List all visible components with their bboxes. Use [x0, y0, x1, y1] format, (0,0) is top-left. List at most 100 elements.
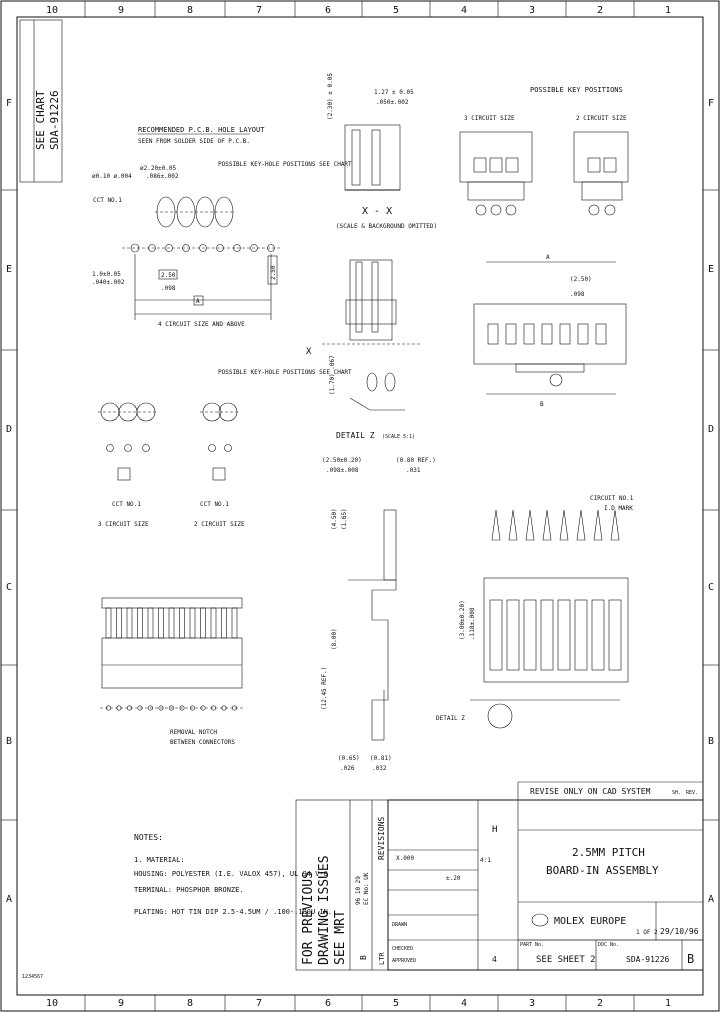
- row-label: A: [6, 894, 12, 905]
- column-label: 8: [187, 5, 193, 16]
- strip-pin: [231, 607, 238, 639]
- pcb-title: RECOMMENDED P.C.B. HOLE LAYOUT: [138, 126, 265, 134]
- top-view-dim-b2: B: [540, 401, 544, 408]
- strip-pin: [179, 607, 185, 639]
- row-label: C: [708, 582, 714, 593]
- pcb-dia2-in: .040±.002: [92, 279, 125, 286]
- detail-z-title: DETAIL Z: [336, 431, 375, 440]
- column-label: 7: [256, 998, 262, 1009]
- pcb-dia2: 1.0±0.05: [92, 271, 121, 278]
- connector-strip: REMOVAL NOTCH BETWEEN CONNECTORS: [100, 597, 244, 746]
- side-dim-b2: (0.81): [370, 755, 392, 762]
- keyhole-size-b: 2 CIRCUIT SIZE: [194, 521, 245, 528]
- column-label: 10: [46, 5, 58, 16]
- side-dim-h4: (12.45 REF.): [321, 667, 328, 710]
- strip-pin: [116, 607, 122, 639]
- column-label: 6: [325, 998, 331, 1009]
- column-label: 3: [529, 998, 535, 1009]
- tb-date: 29/10/96: [660, 927, 699, 936]
- keyhole-note: POSSIBLE KEY-HOLE POSITIONS SEE CHART: [218, 369, 352, 376]
- strip-hole: [179, 705, 185, 711]
- row-label: F: [708, 98, 714, 109]
- strip-pin: [105, 607, 112, 639]
- revision-date: 96 10 29: [355, 876, 362, 905]
- key-size3: 3 CIRCUIT SIZE: [464, 115, 515, 122]
- top-view-dim-a: A: [546, 254, 550, 261]
- tb-tol-decimal: X.000: [396, 855, 414, 862]
- pcb-hole-layout: RECOMMENDED P.C.B. HOLE LAYOUT SEEN FROM…: [92, 126, 352, 328]
- tb-part-no-label: PART No.: [520, 942, 544, 948]
- tb-sheet: 1 OF 2: [636, 929, 658, 936]
- footer-left: 1234567: [22, 974, 43, 980]
- xx-title: X - X: [362, 206, 392, 217]
- notes-item: PLATING: HOT TIN DIP 2.5-4.5UM / .100-.1…: [134, 908, 332, 916]
- xx-subtitle: (SCALE & BACKGROUND OMITTED): [336, 223, 437, 230]
- top-view-dim-b: (2.50): [570, 276, 592, 283]
- column-label: 9: [118, 5, 124, 16]
- side-stamp-line2: SDA-91226: [48, 90, 61, 150]
- tb-drawn: DRAWN: [392, 922, 407, 928]
- notes: NOTES: 1. MATERIAL: HOUSING: POLYESTER (…: [134, 833, 332, 916]
- side-ref-in: .031: [406, 467, 421, 474]
- detail-z-mark-x: X: [306, 347, 312, 357]
- side-dim-b1-in: .026: [340, 765, 355, 772]
- tb-part-no: SEE SHEET 2: [536, 955, 596, 965]
- column-label: 4: [461, 5, 467, 16]
- detail-z: X (1.70) .067 DETAIL Z (SCALE 5:1): [306, 259, 420, 440]
- row-label: E: [708, 264, 714, 275]
- pcb-pitch: 2.50: [161, 272, 176, 279]
- xx-dim-a: 1.27 ± 0.05: [374, 89, 414, 96]
- column-label: 6: [325, 5, 331, 16]
- pcb-cct-no: CCT NO.1: [93, 197, 122, 204]
- column-label: 3: [529, 5, 535, 16]
- xx-dim-c: (2.30) ± 0.05: [327, 73, 334, 120]
- strip-hole: [158, 705, 164, 711]
- row-label: E: [6, 264, 12, 275]
- tb-material: H: [492, 825, 497, 835]
- side-stamp: SEE CHART SDA-91226: [19, 19, 63, 183]
- top-view: A (2.50) .098 B: [473, 254, 627, 408]
- tb-doc-no-label: DOC No.: [598, 942, 619, 948]
- side-stamp-line1: SEE CHART: [34, 90, 47, 150]
- tb-approved: APPROVED: [392, 958, 416, 964]
- notes-item: 1. MATERIAL:: [134, 856, 185, 864]
- section-xx: 1.27 ± 0.05 .050±.002 (2.30) ± 0.05 X - …: [327, 73, 437, 230]
- front-circuit-note: CIRCUIT NO.1: [590, 495, 634, 502]
- strip-pin: [126, 607, 133, 639]
- revision-area: FOR PREVIOUS DRAWING ISSUES SEE MRT B 96…: [295, 799, 389, 971]
- stamp-line1: FOR PREVIOUS: [301, 871, 316, 965]
- column-label: 1: [665, 5, 671, 16]
- strip-hole: [169, 705, 175, 711]
- column-label: 2: [597, 998, 603, 1009]
- side-dim-top: (2.50±0.20): [322, 457, 362, 464]
- side-dim-b2-in: .032: [372, 765, 387, 772]
- pcb-hole-dim: ø2.20±0.05: [140, 165, 177, 172]
- row-label: C: [6, 582, 12, 593]
- strip-pin: [137, 607, 143, 639]
- side-ref: (0.80 REF.): [396, 457, 436, 464]
- top-view-dim-b-in: .098: [570, 291, 585, 298]
- key-size2: 2 CIRCUIT SIZE: [576, 115, 627, 122]
- keyhole-cct-a: CCT NO.1: [112, 501, 141, 508]
- tb-sh: SH.: [672, 790, 681, 796]
- stamp-line2: DRAWING ISSUES: [317, 855, 332, 965]
- strip-pin: [210, 607, 217, 639]
- revision-rev: B: [359, 955, 368, 960]
- front-id-mark: I.D MARK: [604, 505, 633, 512]
- keyhole-positions: POSSIBLE KEY-HOLE POSITIONS SEE CHART CC…: [98, 369, 352, 528]
- detail-z-scale: (SCALE 5:1): [382, 434, 415, 440]
- row-label: B: [6, 736, 12, 747]
- notes-heading: NOTES:: [134, 833, 163, 842]
- pcb-keyhole-note: POSSIBLE KEY-HOLE POSITIONS SEE CHART: [218, 161, 352, 168]
- tb-rev-label: REV.: [686, 790, 698, 796]
- side-dim-h2: (1.65): [341, 508, 348, 530]
- row-label: F: [6, 98, 12, 109]
- tb-checked: CHECKED: [392, 946, 413, 952]
- column-label: 1: [665, 998, 671, 1009]
- strip-note-a: REMOVAL NOTCH: [170, 729, 217, 736]
- pcb-label-a: A: [196, 298, 200, 305]
- tb-title-line2: BOARD-IN ASSEMBLY: [546, 864, 659, 877]
- side-dim-b1: (0.65): [338, 755, 360, 762]
- tb-doc-no: SDA-91226: [626, 955, 670, 964]
